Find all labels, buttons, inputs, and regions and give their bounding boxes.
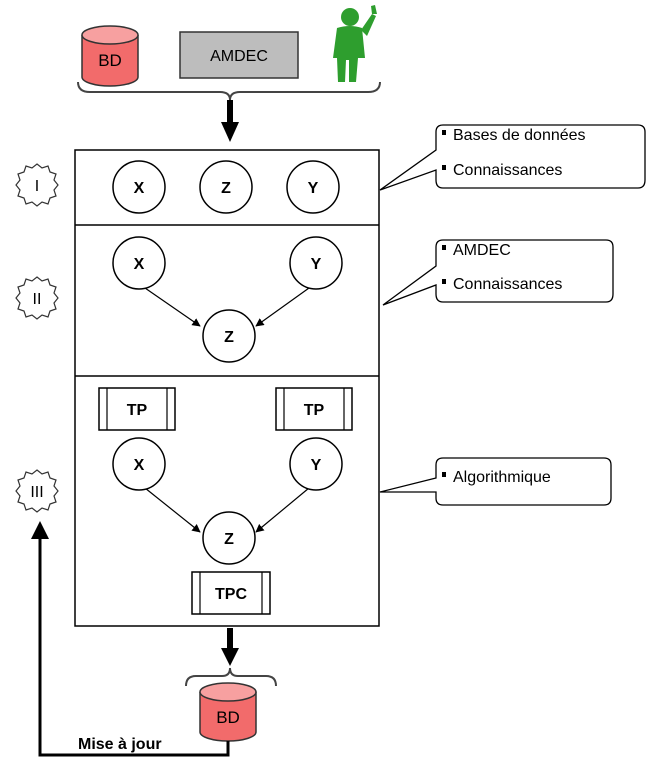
stage-2: X Y Z [112,236,343,363]
callout-2-item-1: AMDEC [453,242,511,259]
node-x [112,437,166,491]
process-box-tpc: TPC [191,571,271,615]
node-z-label: Z [224,329,234,346]
node-y [286,160,340,214]
node-y-label: Y [311,256,322,273]
person-icon [333,5,377,82]
callout-1-item-1: Bases de données [453,127,586,144]
node-z-label: Z [224,531,234,548]
down-arrow-bottom [221,628,239,666]
database-icon-bottom: BD [199,682,257,742]
callout-2-item-2: Connaissances [453,276,562,293]
tp-left-label: TP [127,402,148,419]
tpc-label: TPC [215,586,247,603]
node-x [112,160,166,214]
node-x-label: X [134,180,145,197]
amdec-box: AMDEC [179,31,299,79]
process-box-tp-right: TP [275,387,353,431]
stage-3-numeral: III [30,484,43,501]
node-z-label: Z [221,180,231,197]
stage-1: X Z Y [112,160,340,214]
node-x [112,236,166,290]
node-x-label: X [134,457,145,474]
node-z [202,309,256,363]
update-label: Mise à jour [78,736,162,753]
feedback-arrow [31,521,230,757]
stage-badge-3: III [15,469,59,513]
callout-3: Algorithmique [379,457,612,506]
stage-3: TP TP X Y Z TPC [98,387,353,615]
output-brace [185,667,277,687]
stage-2-numeral: II [33,291,42,308]
top-db-label: BD [98,51,122,70]
node-y-label: Y [311,457,322,474]
node-y [289,236,343,290]
amdec-label: AMDEC [210,48,268,65]
node-z [199,160,253,214]
callout-1-item-2: Connaissances [453,162,562,179]
node-x-label: X [134,256,145,273]
down-arrow-top [221,100,239,142]
stage-badge-1: I [15,163,59,207]
callout-1: Bases de données Connaissances [379,124,646,191]
callout-3-item-1: Algorithmique [453,469,551,486]
node-y-label: Y [308,180,319,197]
process-box-tp-left: TP [98,387,176,431]
top-inputs: BD AMDEC [77,5,381,142]
bottom-db-label: BD [216,708,240,727]
node-z [202,511,256,565]
stage-badge-2: II [15,276,59,320]
stage-1-numeral: I [35,178,39,195]
node-y [289,437,343,491]
database-icon-top: BD [81,25,139,87]
callout-2: AMDEC Connaissances [382,239,614,306]
tp-right-label: TP [304,402,325,419]
